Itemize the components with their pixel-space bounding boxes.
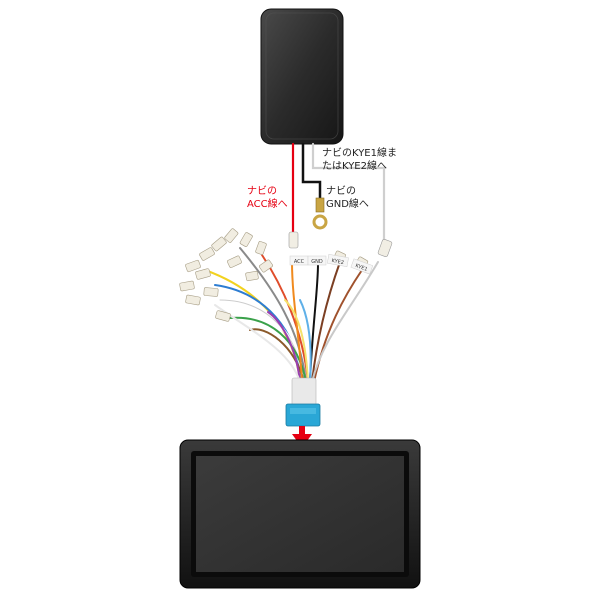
gnd-wire — [301, 142, 322, 200]
tag-kye1: KYE1 — [354, 263, 368, 273]
acc-connector-end — [288, 231, 299, 249]
tag-gnd: GND — [311, 259, 323, 265]
tag-kye2: KYE2 — [331, 258, 344, 266]
kye-label-line1: ナビのKYE1線ま — [322, 148, 397, 159]
display-screen — [196, 456, 404, 572]
control-module — [260, 8, 344, 145]
kye-label-line2: たはKYE2線へ — [322, 161, 387, 172]
kye-wire — [311, 142, 386, 244]
gnd-label-line1: ナビの — [326, 186, 356, 197]
kye-connector-end — [377, 239, 393, 257]
harness-connector — [285, 377, 321, 427]
acc-label-line1: ナビの — [247, 186, 277, 197]
wire-tags: ACC GND KYE2 KYE1 — [289, 254, 374, 275]
gnd-label-line2: GND線へ — [326, 199, 369, 210]
harness-wires — [204, 247, 379, 384]
tag-acc: ACC — [294, 259, 305, 265]
navigation-display — [179, 439, 421, 589]
gnd-ring-terminal — [312, 197, 328, 230]
module-wires — [291, 142, 386, 244]
acc-label-line2: ACC線へ — [247, 199, 288, 210]
